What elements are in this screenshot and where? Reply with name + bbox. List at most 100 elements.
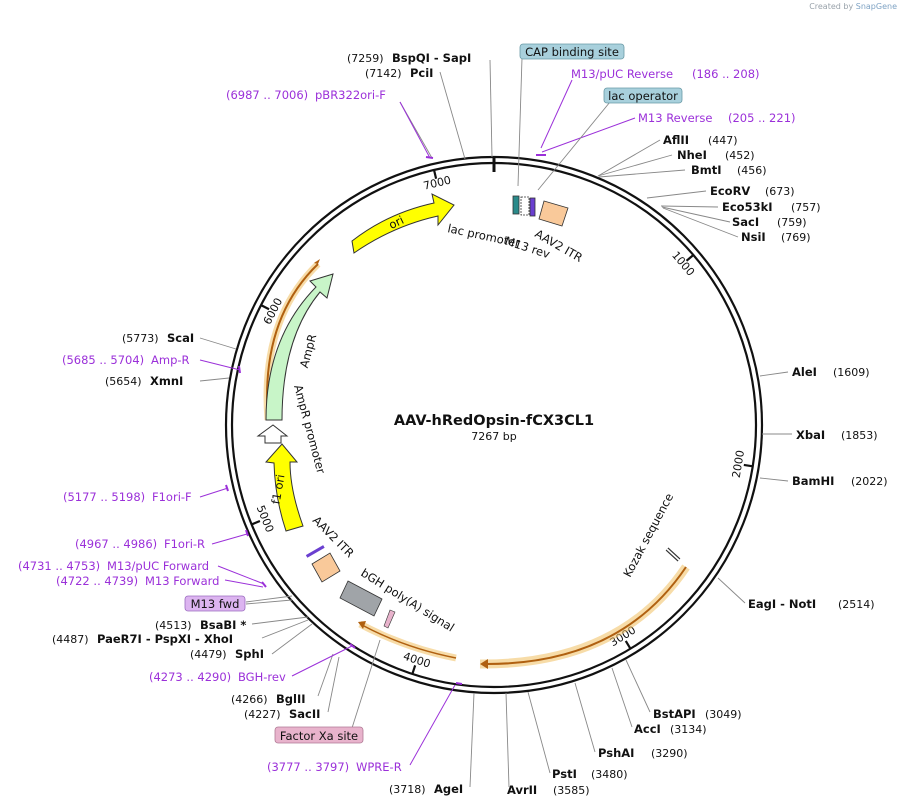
tick-mark xyxy=(260,304,270,311)
tick-label: 5000 xyxy=(254,504,277,535)
f1-ori-label: f1 ori xyxy=(269,473,288,505)
enzyme-pos: (4487) xyxy=(52,633,89,646)
enzyme-name: PciI xyxy=(410,66,433,80)
bgh-orf xyxy=(361,624,457,659)
ampr-label: AmpR xyxy=(297,333,319,370)
primer-range: (5685 .. 5704) xyxy=(62,353,144,367)
enzyme-pos: (456) xyxy=(737,164,767,177)
tick-label: 2000 xyxy=(730,449,747,479)
m13-fwd-feature xyxy=(305,545,325,558)
tick-mark xyxy=(411,665,417,675)
primer-name: M13 Forward xyxy=(145,574,219,588)
enzyme-pos: (3718) xyxy=(389,783,426,796)
enzyme-name: PaeR7I - PspXI - XhoI xyxy=(97,632,233,646)
m13-fwd-label: M13 fwd xyxy=(191,597,240,611)
primer-name: BGH-rev xyxy=(238,670,286,684)
enzyme-pos: (5773) xyxy=(122,332,159,345)
enzymes-right: AflII (447) NheI (452) BmtI (456) EcoRV … xyxy=(507,133,888,797)
enzyme-pos: (759) xyxy=(777,216,807,229)
enzyme-pos: (447) xyxy=(708,134,738,147)
enzyme-name: AleI xyxy=(792,365,817,379)
enzyme-pos: (4266) xyxy=(231,693,268,706)
tick-mark xyxy=(685,254,695,262)
primer-range: (4722 .. 4739) xyxy=(56,574,138,588)
enzyme-name: BamHI xyxy=(792,474,834,488)
bgh-polya-feature xyxy=(339,580,383,617)
lac-promoter-feature xyxy=(520,196,530,216)
cap-binding-box xyxy=(519,43,625,60)
enzyme-name: BstAPI xyxy=(653,707,696,721)
enzyme-pos: (4479) xyxy=(190,648,227,661)
aav2-itr-bottom-label: AAV2 ITR xyxy=(310,513,357,560)
enzyme-pos: (2022) xyxy=(851,475,888,488)
enzyme-pos: (1853) xyxy=(841,429,878,442)
enzyme-pos: (3585) xyxy=(553,784,590,797)
enzyme-name: SacII xyxy=(289,707,320,721)
enzyme-pos: (757) xyxy=(791,201,821,214)
primer-range: (205 .. 221) xyxy=(728,111,796,125)
enzyme-pos: (3480) xyxy=(591,768,628,781)
primer-range: (4731 .. 4753) xyxy=(18,559,100,573)
primer-name: M13 Reverse xyxy=(638,111,712,125)
cap-binding-label: CAP binding site xyxy=(525,45,619,59)
orf-bottom-head xyxy=(480,659,488,669)
enzyme-name: PshAI xyxy=(598,746,634,760)
enzyme-pos: (1609) xyxy=(833,366,870,379)
enzyme-name: EagI - NotI xyxy=(748,597,816,611)
primer-range: (4967 .. 4986) xyxy=(75,537,157,551)
enzyme-pos: (3290) xyxy=(651,747,688,760)
primer-range: (6987 .. 7006) xyxy=(226,88,308,102)
aav2-itr-top-feature xyxy=(538,200,569,227)
enzyme-name: XmnI xyxy=(150,374,183,388)
aav2-itr-bottom-feature xyxy=(311,552,341,583)
tick-mark xyxy=(624,640,632,650)
enzyme-name: AccI xyxy=(634,722,661,736)
primer-name: WPRE-R xyxy=(356,760,402,774)
enzyme-name: BmtI xyxy=(691,163,722,177)
enzyme-name: ScaI xyxy=(167,331,194,345)
credit-brand: SnapGene xyxy=(855,2,897,11)
enzyme-pos: (452) xyxy=(725,149,755,162)
tick-mark xyxy=(743,463,753,468)
primer-name: F1ori-F xyxy=(152,490,192,504)
enzyme-name: BsaBI * xyxy=(200,618,246,632)
plasmid-title: AAV-hRedOpsin-fCX3CL1 xyxy=(394,413,594,429)
enzyme-pos: (7259) xyxy=(347,52,384,65)
primer-name: M13/pUC Forward xyxy=(107,559,209,573)
primer-name: F1ori-R xyxy=(164,537,205,551)
primer-marks xyxy=(225,154,546,685)
ampr-promoter-arrow xyxy=(256,424,289,444)
enzyme-pos: (2514) xyxy=(838,598,875,611)
lac-operator-label: lac operator xyxy=(608,89,678,103)
ampr-arrow xyxy=(265,273,334,421)
enzyme-name: SphI xyxy=(235,647,264,661)
enzyme-name: Eco53kI xyxy=(722,200,773,214)
factor-xa-feature xyxy=(383,609,396,629)
primer-range: (186 .. 208) xyxy=(692,67,760,81)
snapgene-credit: Created by SnapGene xyxy=(809,2,897,11)
enzyme-name: BglII xyxy=(276,692,306,706)
primer-name: M13/pUC Reverse xyxy=(571,67,673,81)
box-lines xyxy=(245,57,611,603)
enzyme-name: SacI xyxy=(732,215,759,229)
primer-labels: M13/pUC Reverse (186 .. 208) M13 Reverse… xyxy=(18,67,796,774)
m13-fwd-box xyxy=(184,595,246,612)
primer-range: (4273 .. 4290) xyxy=(149,670,231,684)
primer-name: Amp-R xyxy=(151,353,190,367)
primer-lines xyxy=(199,79,636,766)
enzyme-name: AflII xyxy=(663,133,689,147)
enzyme-pos: (4227) xyxy=(244,708,281,721)
enzyme-name: BspQI - SapI xyxy=(392,51,471,65)
enzyme-pos: (5654) xyxy=(105,375,142,388)
cap-site-feature xyxy=(512,195,520,215)
kozak-label: Kozak sequence xyxy=(620,491,676,580)
tick-label: 7000 xyxy=(422,174,452,193)
enzyme-name: AvrII xyxy=(507,783,537,797)
plasmid-length: 7267 bp xyxy=(471,430,516,443)
enzymes-left: (7259) BspQI - SapI (7142) PciI (5773) S… xyxy=(52,51,471,796)
enzyme-name: NsiI xyxy=(741,230,766,244)
credit-prefix: Created by xyxy=(809,2,854,11)
enzyme-pos: (3049) xyxy=(705,708,742,721)
enzyme-pos: (769) xyxy=(781,231,811,244)
